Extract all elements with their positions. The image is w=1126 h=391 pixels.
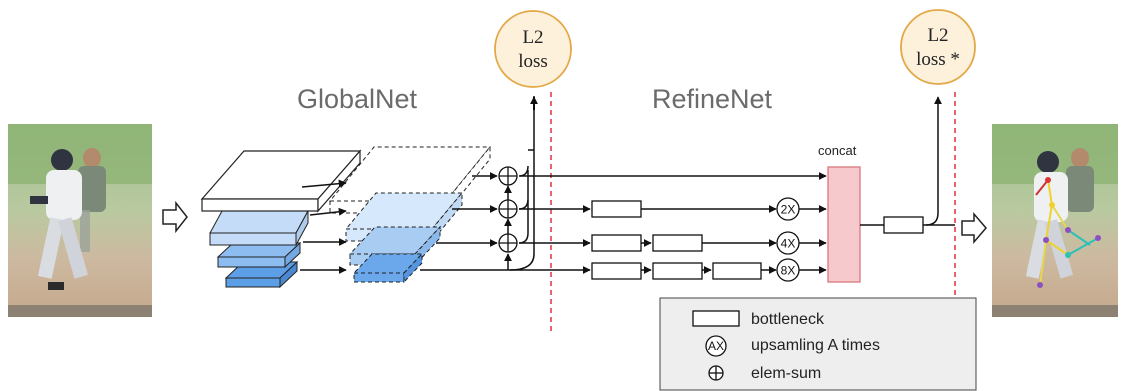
elem-sum-nodes [498,166,518,253]
legend-upsample-symbol: AX [708,339,724,353]
loss-left-line2: loss [518,51,548,72]
loss-right-line2: loss * [916,49,960,70]
bottleneck-block [591,200,642,218]
bottleneck-block [652,262,703,280]
legend-upsampling-label: upsamling A times [751,337,880,354]
output-arrow-icon [961,211,987,245]
final-bottleneck-block [883,216,924,234]
concat-label: concat [818,143,857,158]
bottleneck-blocks [591,200,762,280]
l2-loss-node-left: L2 loss [494,10,572,88]
legend-elem-sum-label: elem-sum [751,365,821,382]
loss-left-line1: L2 [522,27,543,48]
legend-bottleneck-label: bottleneck [751,311,825,328]
input-image [8,124,152,317]
upsample-8x-icon [776,258,800,282]
upsample-4x-label: 4X [781,237,796,251]
loss-right-line1: L2 [927,25,948,46]
globalnet-title: GlobalNet [297,84,418,114]
upsample-nodes: 2X 4X 8X [776,197,800,282]
legend: bottleneck AX upsamling A times elem-sum [659,297,977,391]
output-image [992,124,1118,317]
concat-block [827,166,861,283]
refinenet-rows [510,172,827,274]
lateral-arrows [300,179,347,274]
upsample-2x-label: 2X [781,203,796,217]
upsample-8x-label: 8X [781,264,796,278]
bottleneck-block [591,262,642,280]
legend-bottleneck-icon [692,310,740,327]
upsample-4x-icon [776,231,800,255]
l2-loss-node-right: L2 loss * [900,9,976,85]
bottleneck-block [591,234,642,252]
bottleneck-block [712,262,762,280]
bottleneck-block [652,234,703,252]
upsample-2x-icon [776,197,800,221]
input-arrow-icon [162,200,188,234]
globalnet-upsampled-pyramid [328,145,492,284]
refinenet-title: RefineNet [652,84,773,114]
refinenet-output [860,96,955,226]
globalnet-pyramid [200,149,362,289]
legend-upsample-icon [705,335,727,357]
